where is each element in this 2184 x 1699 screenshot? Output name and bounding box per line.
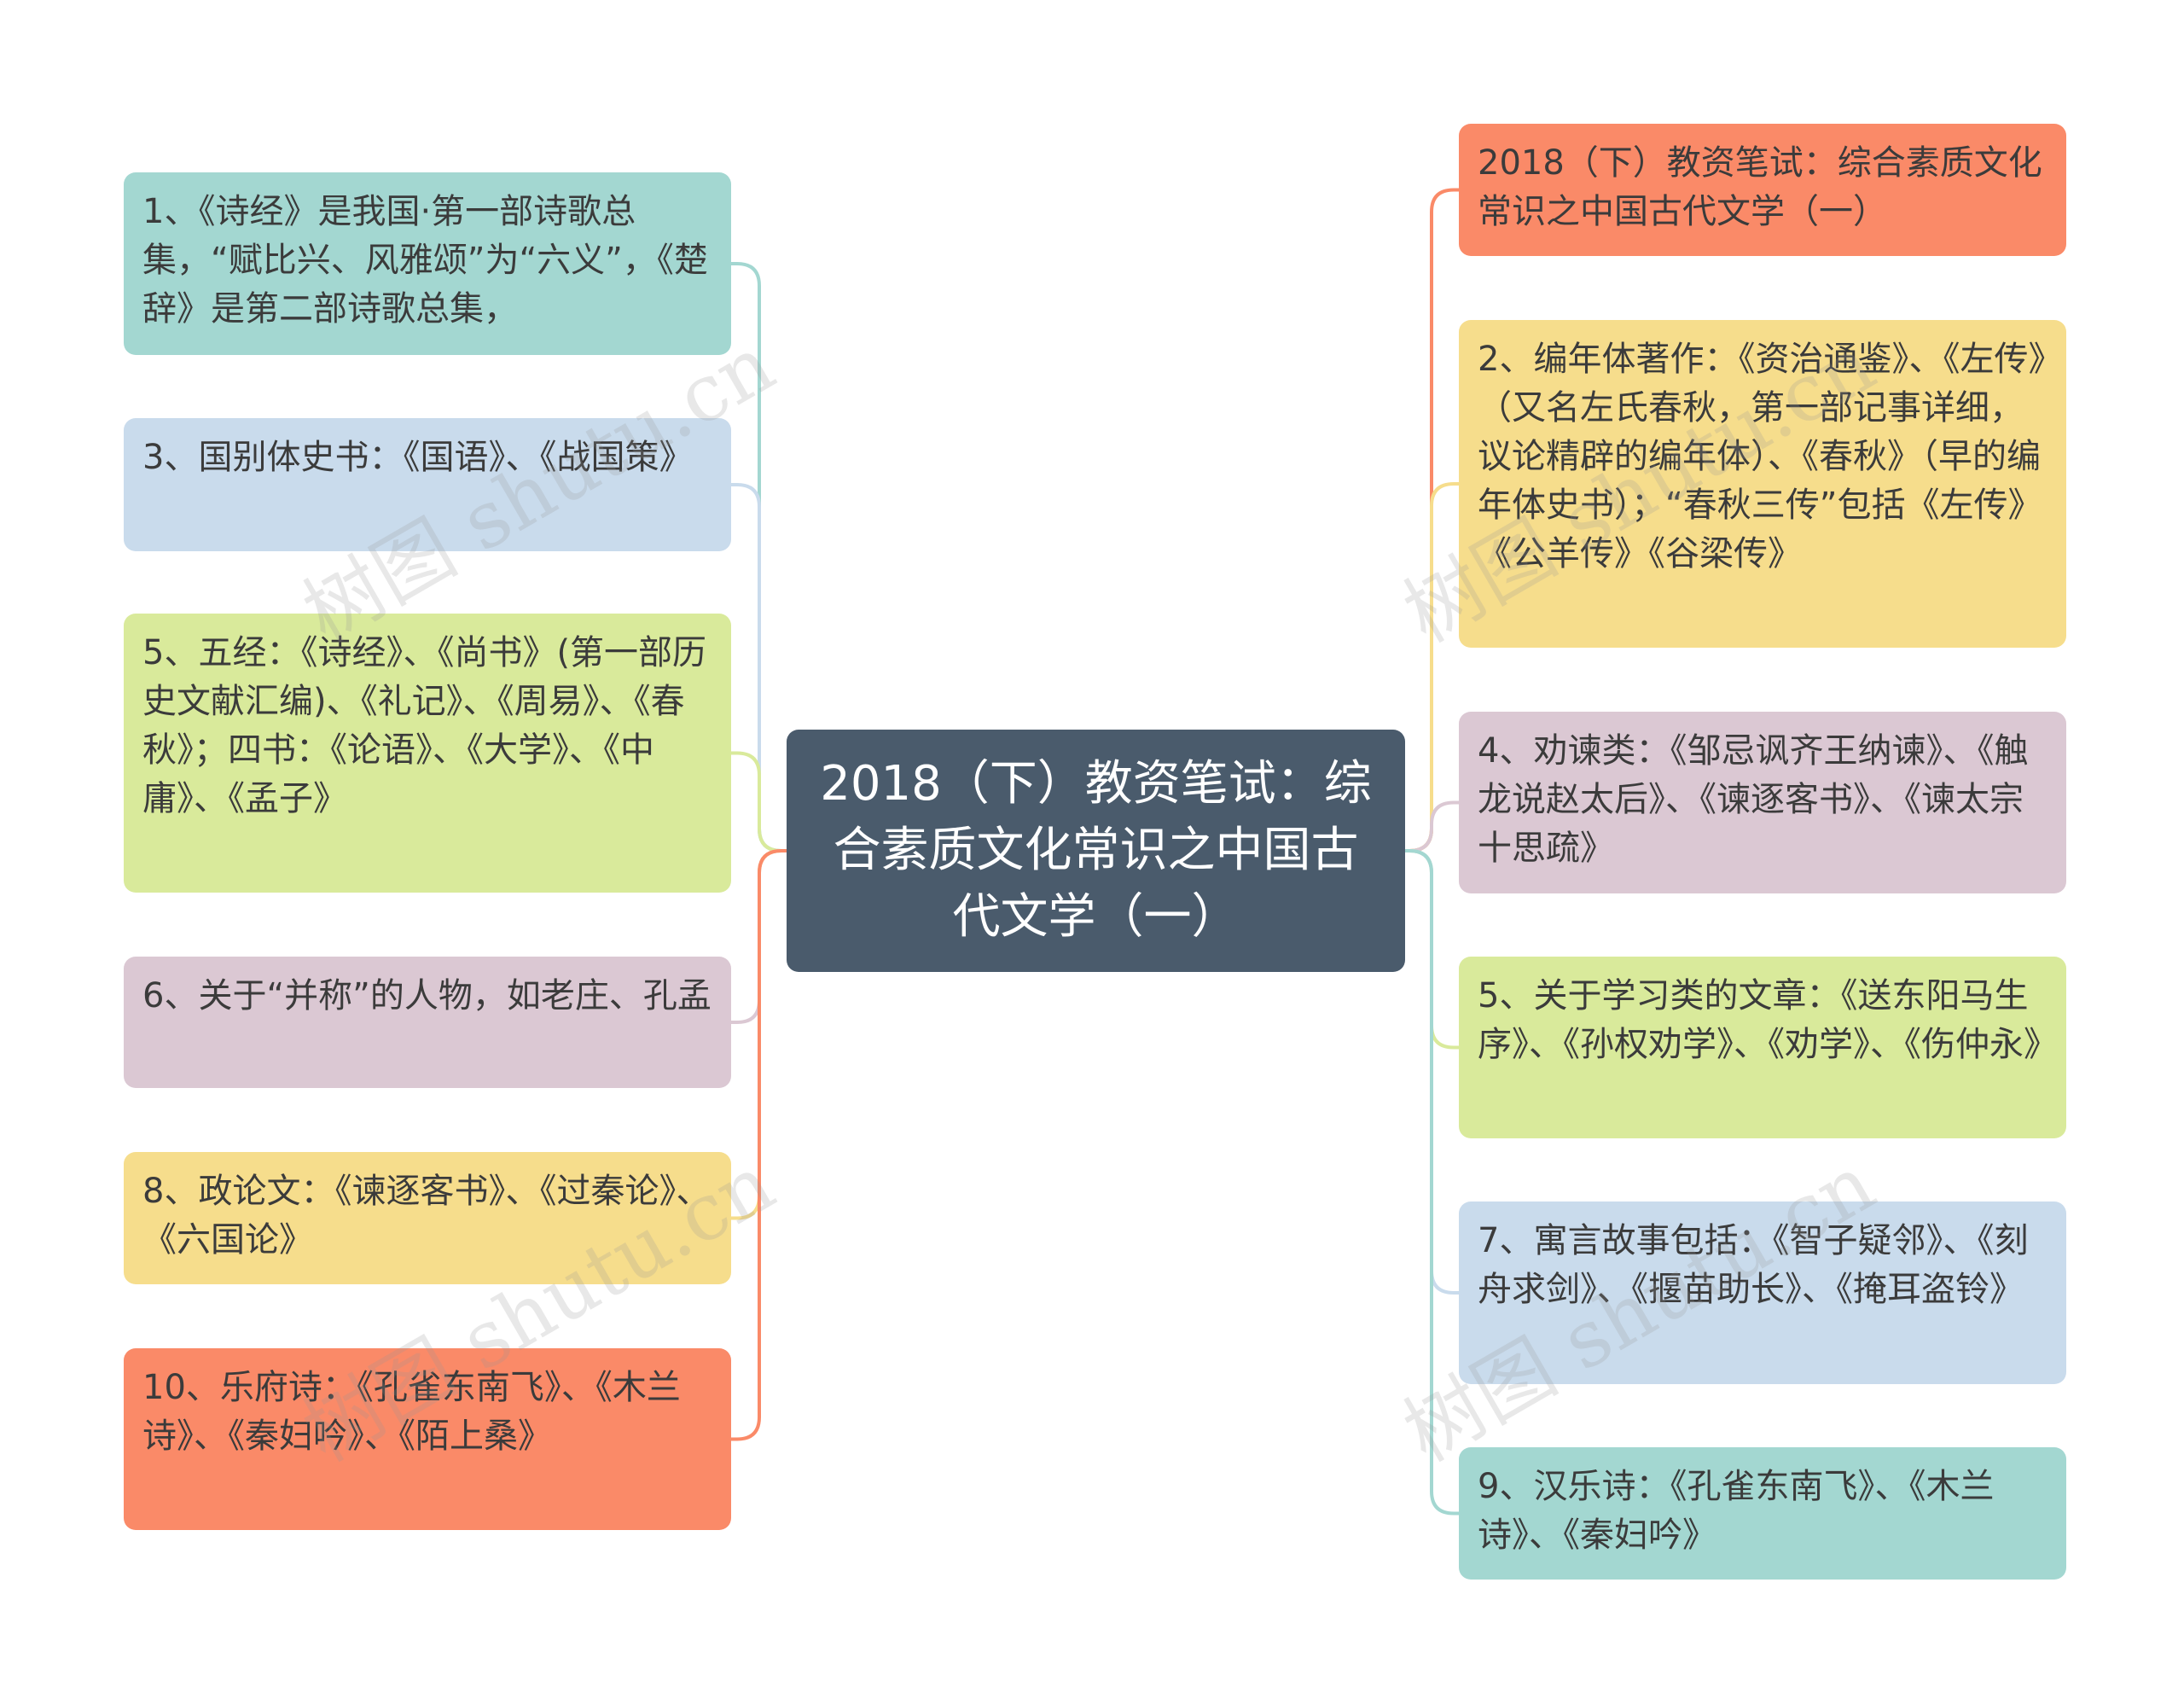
- center-topic-label: 2018（下）教资笔试：综合素质文化常识之中国古代文学（一）: [820, 756, 1372, 945]
- left-node-10[interactable]: 10、乐府诗：《孔雀东南飞》、《木兰诗》、《秦妇吟》、《陌上桑》: [124, 1348, 731, 1530]
- right-node-7-label: 7、寓言故事包括：《智子疑邻》、《刻舟求剑》、《揠苗助长》、《掩耳盗铃》: [1478, 1221, 2029, 1309]
- connector-line: [731, 849, 787, 1441]
- right-node-title-label: 2018（下）教资笔试：综合素质文化常识之中国古代文学（一）: [1478, 143, 2042, 231]
- left-node-5[interactable]: 5、五经：《诗经》、《尚书》(第一部历史文献汇编)、《礼记》、《周易》、《春秋》…: [124, 614, 731, 893]
- left-node-1[interactable]: 1、《诗经》是我国·第一部诗歌总集，“赋比兴、风雅颂”为“六义”，《楚辞》是第二…: [124, 172, 731, 355]
- left-node-5-label: 5、五经：《诗经》、《尚书》(第一部历史文献汇编)、《礼记》、《周易》、《春秋》…: [142, 633, 707, 818]
- right-node-2[interactable]: 2、编年体著作：《资治通鉴》、《左传》（又名左氏春秋，第一部记事详细，议论精辟的…: [1459, 320, 2066, 648]
- connector-line: [731, 751, 787, 852]
- left-node-10-label: 10、乐府诗：《孔雀东南飞》、《木兰诗》、《秦妇吟》、《陌上桑》: [142, 1368, 681, 1456]
- left-node-6-label: 6、关于“并称”的人物，如老庄、孔孟: [142, 976, 712, 1015]
- left-node-8-label: 8、政论文：《谏逐客书》、《过秦论》、《六国论》: [142, 1172, 711, 1260]
- left-node-8[interactable]: 8、政论文：《谏逐客书》、《过秦论》、《六国论》: [124, 1152, 731, 1284]
- center-topic[interactable]: 2018（下）教资笔试：综合素质文化常识之中国古代文学（一）: [787, 730, 1405, 972]
- right-node-2-label: 2、编年体著作：《资治通鉴》、《左传》（又名左氏春秋，第一部记事详细，议论精辟的…: [1478, 340, 2046, 573]
- right-node-title[interactable]: 2018（下）教资笔试：综合素质文化常识之中国古代文学（一）: [1459, 124, 2066, 256]
- connector-line: [1405, 800, 1459, 852]
- left-node-1-label: 1、《诗经》是我国·第一部诗歌总集，“赋比兴、风雅颂”为“六义”，《楚辞》是第二…: [142, 192, 708, 329]
- right-node-9[interactable]: 9、汉乐诗：《孔雀东南飞》、《木兰诗》、《秦妇吟》: [1459, 1447, 2066, 1580]
- right-node-4[interactable]: 4、劝谏类：《邹忌讽齐王纳谏》、《触龙说赵太后》、《谏逐客书》、《谏太宗十思疏》: [1459, 712, 2066, 893]
- right-node-7[interactable]: 7、寓言故事包括：《智子疑邻》、《刻舟求剑》、《揠苗助长》、《掩耳盗铃》: [1459, 1202, 2066, 1384]
- right-node-4-label: 4、劝谏类：《邹忌讽齐王纳谏》、《触龙说赵太后》、《谏逐客书》、《谏太宗十思疏》: [1478, 731, 2029, 868]
- connector-line: [1405, 482, 1459, 852]
- left-node-3[interactable]: 3、国别体史书：《国语》、《战国策》: [124, 418, 731, 551]
- connector-line: [1405, 849, 1459, 1516]
- right-node-9-label: 9、汉乐诗：《孔雀东南飞》、《木兰诗》、《秦妇吟》: [1478, 1467, 1995, 1555]
- left-node-3-label: 3、国别体史书：《国语》、《战国策》: [142, 438, 694, 477]
- right-node-5-label: 5、关于学习类的文章：《送东阳马生序》、《孙权劝学》、《劝学》、《伤仲永》: [1478, 976, 2058, 1064]
- right-node-5[interactable]: 5、关于学习类的文章：《送东阳马生序》、《孙权劝学》、《劝学》、《伤仲永》: [1459, 957, 2066, 1138]
- left-node-6[interactable]: 6、关于“并称”的人物，如老庄、孔孟: [124, 957, 731, 1088]
